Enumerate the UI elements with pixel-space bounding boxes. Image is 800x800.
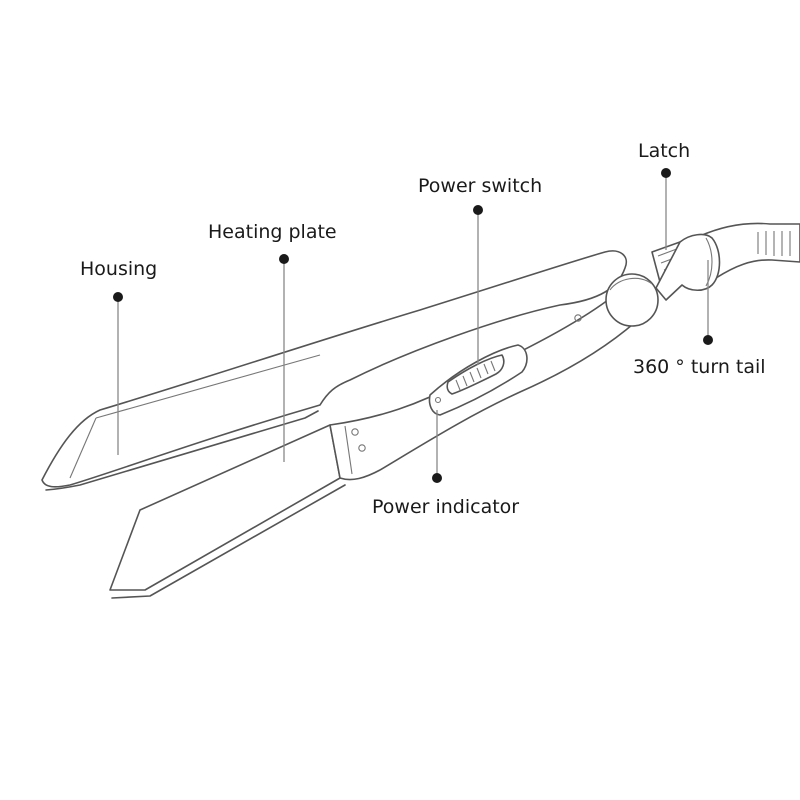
- heating-plate-label: Heating plate: [208, 221, 337, 243]
- turn-tail-label: 360 ° turn tail: [633, 356, 766, 378]
- latch-dot: [661, 168, 671, 178]
- housing-label: Housing: [80, 258, 157, 280]
- power-switch-dot: [473, 205, 483, 215]
- leader-lines: [117, 173, 709, 478]
- callout-dots: [113, 168, 713, 483]
- power-switch: [428, 344, 528, 416]
- power-cord: [699, 222, 800, 279]
- power-indicator-lamp: [434, 396, 442, 404]
- power-indicator-label: Power indicator: [372, 496, 519, 518]
- housing-dot: [113, 292, 123, 302]
- power-indicator-dot: [432, 473, 442, 483]
- power-switch-label: Power switch: [418, 175, 542, 197]
- callout-labels: Housing Heating plate Power switch Latch…: [80, 140, 766, 518]
- latch-label: Latch: [638, 140, 690, 162]
- turn-tail-dot: [703, 335, 713, 345]
- hinge-knob: [605, 273, 659, 327]
- heating-plate-dot: [279, 254, 289, 264]
